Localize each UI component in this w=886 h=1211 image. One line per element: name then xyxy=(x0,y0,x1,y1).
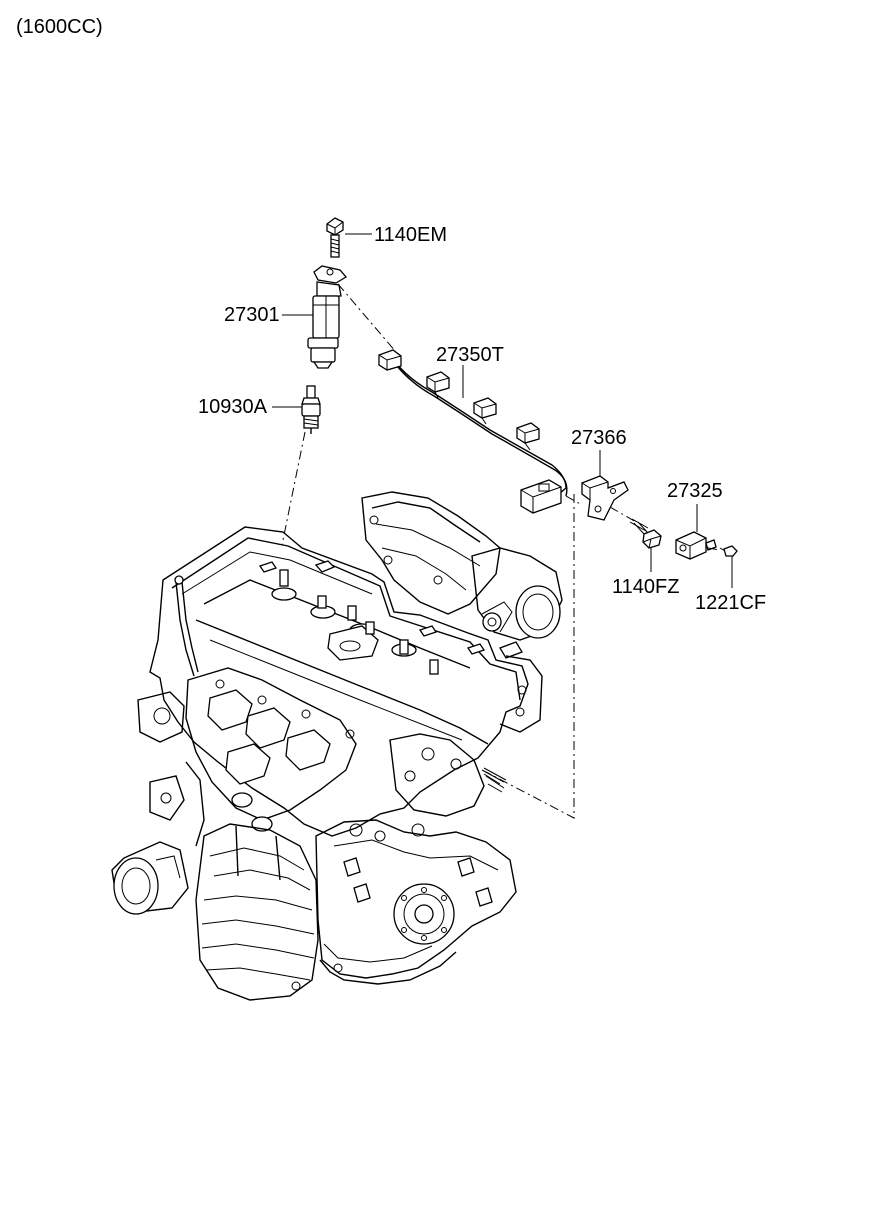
bracket-27366-icon[interactable] xyxy=(581,475,629,521)
callout-1140em[interactable]: 1140EM xyxy=(374,224,448,246)
callout-1140fz[interactable]: 1140FZ xyxy=(612,576,680,598)
assembly-lines xyxy=(281,283,721,819)
callout-1221cf[interactable]: 1221CF xyxy=(695,592,767,614)
ignition-coil-27301-icon[interactable] xyxy=(307,265,347,369)
bolt-1140em-icon[interactable] xyxy=(326,217,344,258)
variant-label: (1600CC) xyxy=(16,16,103,38)
engine-assembly-icon xyxy=(111,491,563,1001)
ignition-harness-27350t-icon[interactable] xyxy=(378,349,568,514)
callout-10930a[interactable]: 10930A xyxy=(198,396,267,418)
sensor-27325-icon[interactable] xyxy=(675,531,717,560)
callout-27325[interactable]: 27325 xyxy=(667,480,723,502)
callout-27366[interactable]: 27366 xyxy=(571,427,627,449)
screw-1221cf-icon[interactable] xyxy=(719,545,738,557)
bolt-1140fz-icon[interactable] xyxy=(629,518,662,549)
callout-27301[interactable]: 27301 xyxy=(224,304,280,326)
callout-27350t[interactable]: 27350T xyxy=(436,344,504,366)
spark-plug-10930a-icon[interactable] xyxy=(301,385,321,434)
